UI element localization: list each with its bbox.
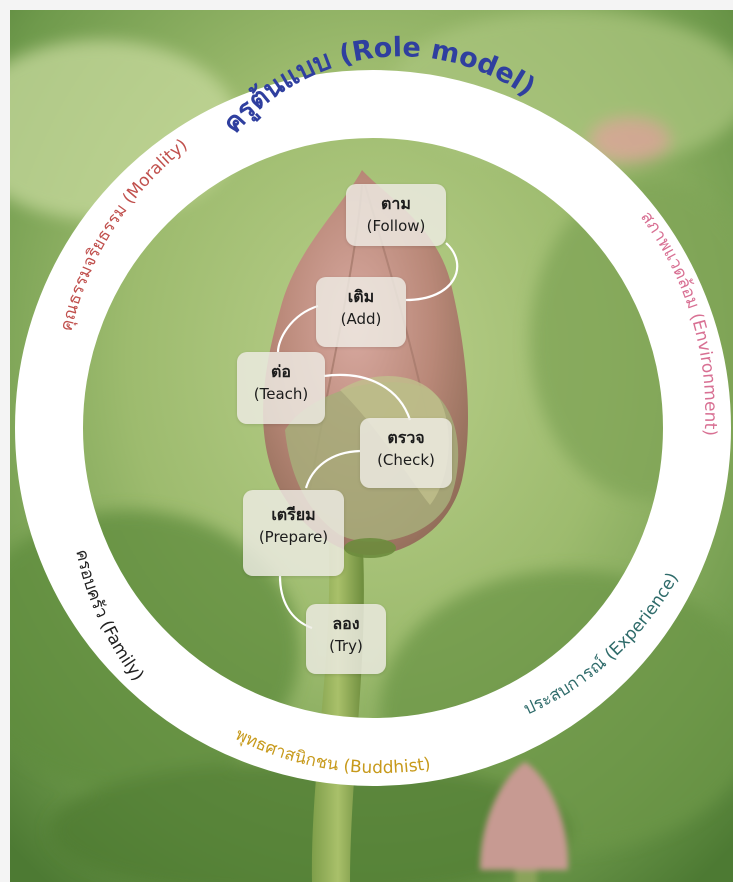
step-english-label: (Try): [329, 637, 363, 655]
lotus-photo-background: [10, 10, 733, 882]
step-english-label: (Add): [340, 310, 382, 328]
lotus-photo: [10, 10, 733, 882]
step-thai-label: ตาม: [381, 194, 411, 213]
connector-check-prepare: [304, 449, 361, 489]
step-english-label: (Teach): [253, 385, 309, 403]
connector-lines: [276, 242, 459, 630]
connector-teach-check: [323, 373, 412, 421]
step-box-add: เติม (Add): [316, 277, 406, 347]
step-english-label: (Check): [377, 451, 435, 469]
step-box-check: ตรวจ (Check): [360, 418, 452, 488]
step-english-label: (Prepare): [258, 528, 329, 546]
step-thai-label: ลอง: [332, 614, 360, 633]
step-box-follow: ตาม (Follow): [346, 184, 446, 246]
step-thai-label: ตรวจ: [387, 428, 425, 447]
step-thai-label: ต่อ: [271, 362, 291, 381]
step-box-prepare: เตรียม (Prepare): [243, 490, 344, 576]
step-thai-label: เตรียม: [271, 505, 316, 524]
connector-add-teach: [276, 304, 319, 353]
step-thai-label: เติม: [347, 287, 375, 306]
connector-follow-add: [405, 242, 459, 302]
step-english-label: (Follow): [366, 217, 426, 235]
white-ring: [15, 70, 731, 786]
step-box-teach: ต่อ (Teach): [237, 352, 325, 424]
step-box-try: ลอง (Try): [306, 604, 386, 674]
